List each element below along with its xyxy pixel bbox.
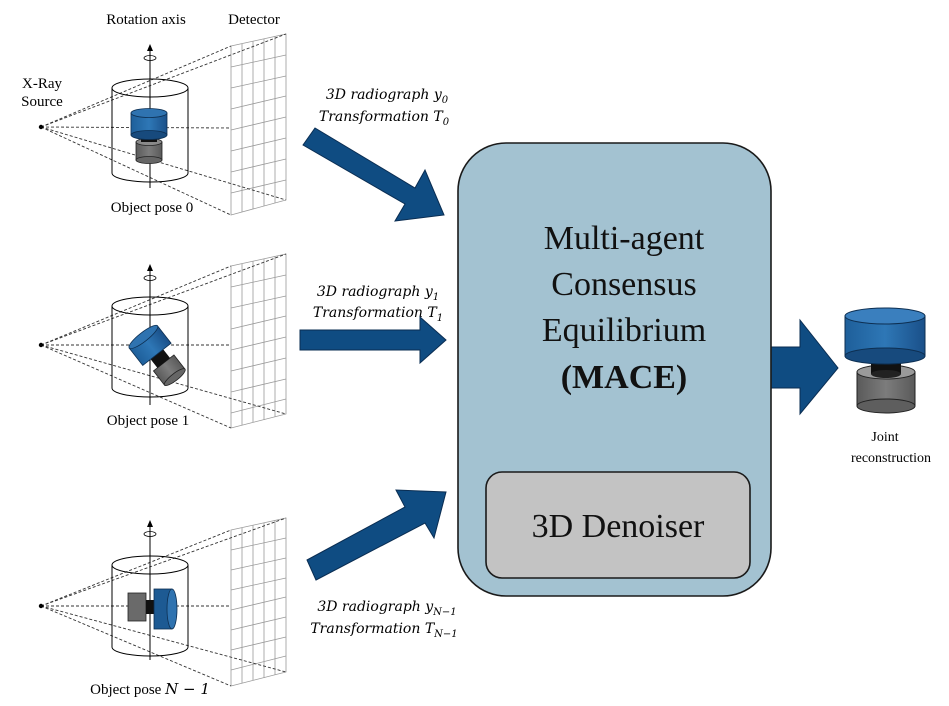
detector-grid bbox=[230, 517, 287, 687]
rotation-axis-label: Rotation axis bbox=[106, 12, 186, 28]
mace-block: Multi-agent Consensus Equilibrium (MACE)… bbox=[457, 142, 772, 597]
sample-cylinder bbox=[111, 78, 189, 183]
mace-title-line3: Equilibrium bbox=[542, 312, 706, 349]
pose-1-scene: Object pose 1 bbox=[38, 253, 287, 429]
sample-cylinder bbox=[111, 555, 189, 657]
xray-source-point bbox=[38, 603, 44, 609]
rotation-arrow-icon bbox=[143, 275, 157, 281]
xray-source-label-line2: Source bbox=[21, 94, 63, 110]
pose-0-scene: Object pose 0 bbox=[38, 33, 287, 216]
xray-source-label-line1: X-Ray bbox=[22, 76, 62, 92]
svg-text:3D radiograph yN−1: 3D radiograph yN−1 bbox=[317, 599, 456, 618]
pose-0-caption: Object pose 0 bbox=[111, 200, 193, 216]
denoiser-label: 3D Denoiser bbox=[532, 508, 705, 545]
joint-label-line1: Joint bbox=[871, 430, 898, 445]
svg-text:3D radiograph y1: 3D radiograph y1 bbox=[317, 284, 439, 303]
svg-text:3D radiograph y0: 3D radiograph y0 bbox=[326, 87, 449, 106]
svg-text:Transformation T0: Transformation T0 bbox=[319, 109, 450, 128]
arrow-pose-1-to-mace bbox=[299, 315, 447, 365]
denoiser-box bbox=[485, 471, 751, 579]
mace-title-line1: Multi-agent bbox=[544, 220, 705, 257]
detector-grid bbox=[230, 33, 287, 216]
arrow-mace-to-reconstruction bbox=[770, 318, 839, 416]
svg-text:Transformation TN−1: Transformation TN−1 bbox=[310, 621, 457, 640]
detector-grid bbox=[230, 253, 287, 429]
rotation-arrow-icon bbox=[143, 55, 157, 61]
object-pose-n-minus-1 bbox=[127, 588, 178, 630]
radiograph-label-n-minus-1: 3D radiograph yN−1 Transformation TN−1 bbox=[310, 599, 457, 640]
joint-reconstruction-object bbox=[844, 307, 926, 414]
xray-source-point bbox=[38, 342, 44, 348]
object-pose-0 bbox=[130, 108, 168, 164]
pose-n-minus-1-scene: Object pose N − 1 bbox=[38, 517, 287, 698]
pose-1-caption: Object pose 1 bbox=[107, 413, 189, 429]
arrow-pose-0-to-mace bbox=[302, 127, 445, 222]
pose-n-minus-1-caption: Object pose N − 1 bbox=[90, 680, 210, 698]
arrow-pose-n-minus-1-to-mace bbox=[306, 489, 447, 581]
detector-label: Detector bbox=[228, 12, 280, 28]
sample-cylinder bbox=[111, 296, 189, 398]
mace-title-line2: Consensus bbox=[551, 266, 696, 303]
joint-label-line2: reconstruction bbox=[851, 451, 931, 466]
mace-title-line4: (MACE) bbox=[561, 359, 688, 396]
rotation-arrow-icon bbox=[143, 531, 157, 537]
object-pose-1 bbox=[128, 324, 186, 387]
xray-source-point bbox=[38, 124, 44, 130]
radiograph-label-0: 3D radiograph y0 Transformation T0 bbox=[319, 87, 450, 128]
svg-text:Transformation T1: Transformation T1 bbox=[313, 305, 443, 324]
radiograph-label-1: 3D radiograph y1 Transformation T1 bbox=[313, 284, 443, 324]
